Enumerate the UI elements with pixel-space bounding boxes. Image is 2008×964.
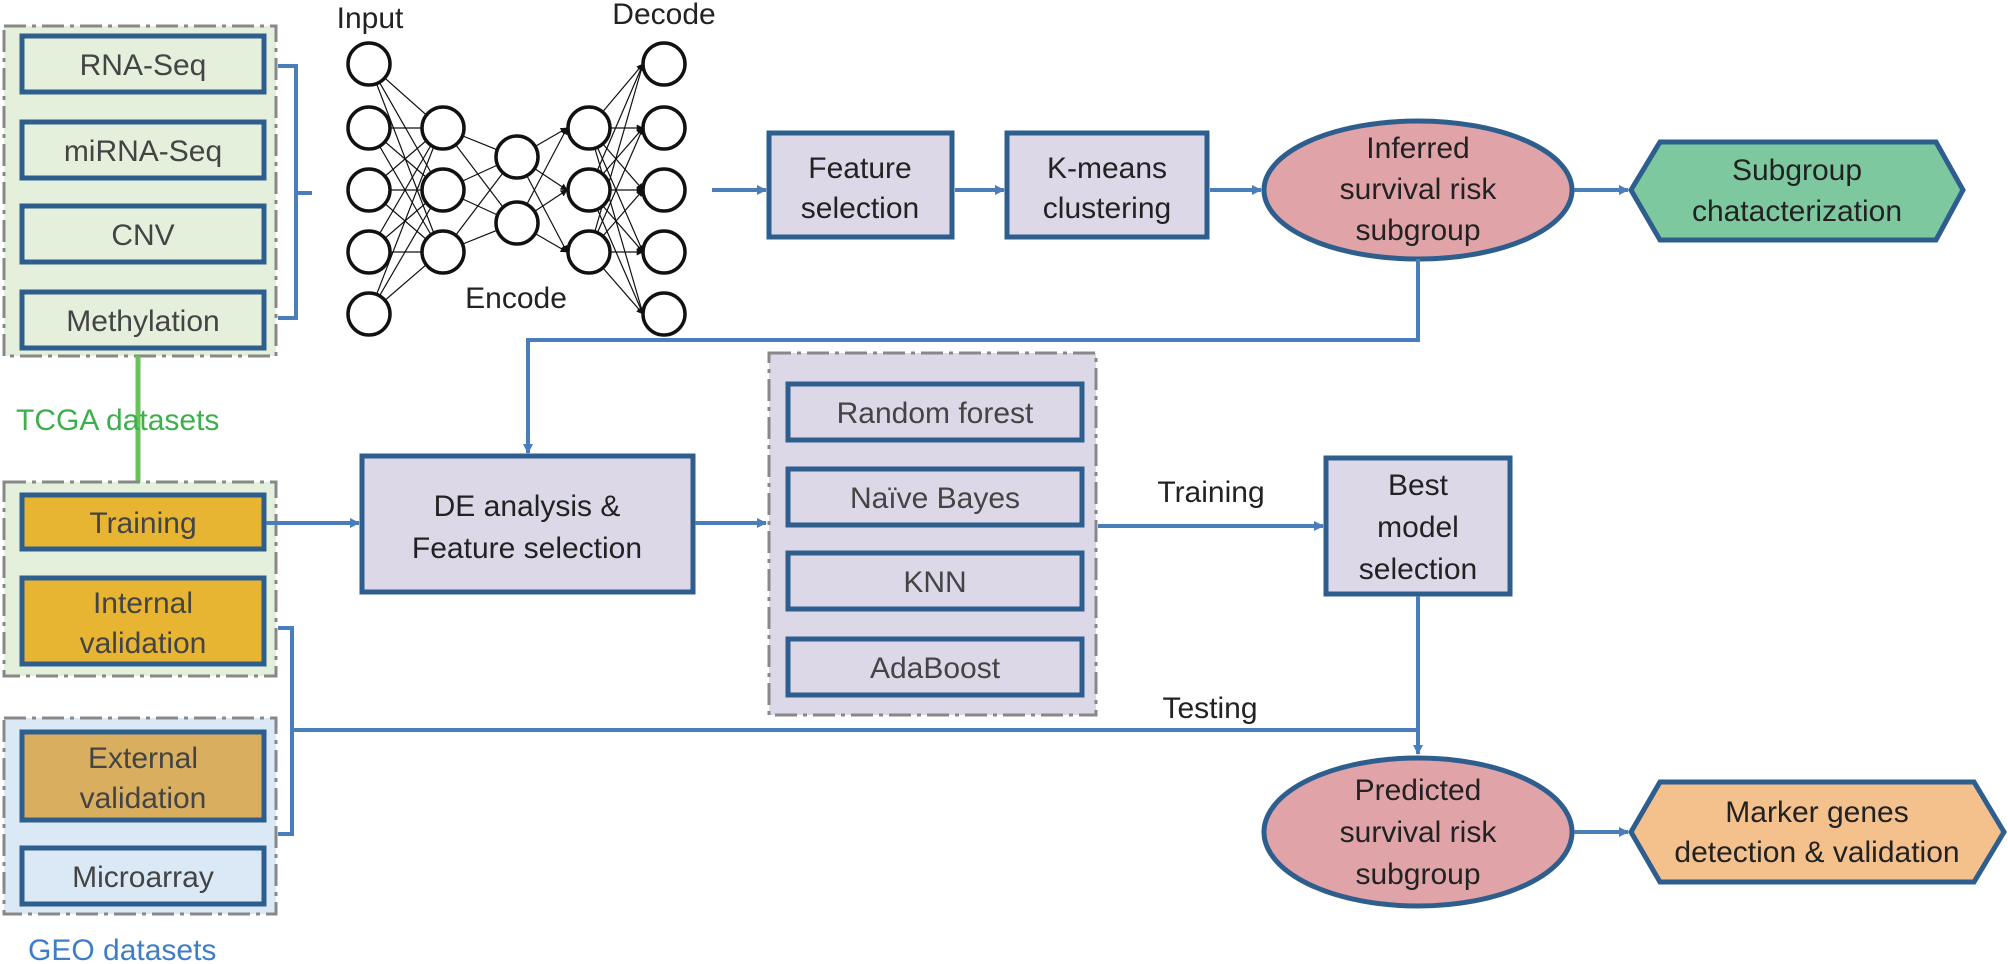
model-naive-bayes-label: Naïve Bayes	[850, 482, 1020, 515]
inferred-line3: subgroup	[1355, 214, 1480, 247]
external-validation-box: External validation	[19, 729, 267, 823]
predicted-line2: survival risk	[1340, 816, 1498, 849]
omics-rnaseq-box: RNA-Seq	[19, 33, 267, 95]
feature-selection-line1: Feature	[808, 152, 911, 185]
predicted-line3: subgroup	[1355, 858, 1480, 891]
feature-selection-line2: selection	[801, 192, 919, 225]
external-validation-line2: validation	[80, 782, 207, 815]
autoencoder-network: Input Decode Encode	[337, 0, 716, 337]
de-analysis-line1: DE analysis &	[434, 490, 621, 523]
omics-cnv-label: CNV	[111, 219, 174, 252]
best-model-line1: Best	[1388, 469, 1449, 502]
testing-label: Testing	[1162, 692, 1257, 725]
external-validation-line1: External	[88, 742, 198, 775]
model-random-forest-label: Random forest	[837, 397, 1034, 430]
internal-validation-line2: validation	[80, 627, 207, 660]
omics-bracket	[278, 64, 312, 320]
de-analysis-line2: Feature selection	[412, 532, 642, 565]
training-box: Training	[19, 492, 267, 552]
autoencoder-encode-label: Encode	[465, 282, 567, 315]
validation-bracket	[278, 626, 1418, 836]
best-model-line2: model	[1377, 511, 1459, 544]
subgroup-characterization-hexagon: Subgroup chatacterization	[1628, 139, 1966, 243]
inferred-line2: survival risk	[1340, 173, 1498, 206]
omics-methylation-label: Methylation	[66, 305, 219, 338]
kmeans-line1: K-means	[1047, 152, 1167, 185]
microarray-box: Microarray	[19, 845, 267, 907]
omics-rnaseq-label: RNA-Seq	[80, 49, 207, 82]
model-random-forest-box: Random forest	[785, 381, 1085, 443]
internal-validation-box: Internal validation	[19, 575, 267, 667]
subgroup-char-line1: Subgroup	[1732, 154, 1862, 187]
inferred-subgroup-ellipse: Inferred survival risk subgroup	[1261, 118, 1575, 262]
marker-line2: detection & validation	[1674, 836, 1959, 869]
training-label: Training	[89, 507, 196, 540]
geo-datasets-label: GEO datasets	[28, 934, 216, 964]
internal-validation-line1: Internal	[93, 587, 193, 620]
omics-cnv-box: CNV	[19, 203, 267, 265]
autoencoder-decode-label: Decode	[612, 0, 715, 31]
predicted-subgroup-ellipse: Predicted survival risk subgroup	[1261, 755, 1575, 909]
model-naive-bayes-box: Naïve Bayes	[785, 466, 1085, 528]
omics-methylation-box: Methylation	[19, 289, 267, 351]
kmeans-line2: clustering	[1043, 192, 1171, 225]
tcga-datasets-label: TCGA datasets	[16, 404, 219, 437]
autoencoder-nodes	[346, 41, 687, 337]
feature-selection-box: Feature selection	[766, 130, 955, 240]
marker-genes-hexagon: Marker genes detection & validation	[1628, 779, 2007, 885]
best-model-line3: selection	[1359, 553, 1477, 586]
model-adaboost-box: AdaBoost	[785, 636, 1085, 698]
kmeans-box: K-means clustering	[1004, 130, 1210, 240]
model-knn-label: KNN	[903, 566, 966, 599]
model-adaboost-label: AdaBoost	[870, 652, 1001, 685]
arrow-inferred-to-de	[523, 259, 1420, 454]
predicted-line1: Predicted	[1355, 774, 1482, 807]
training-arrow-label: Training	[1157, 476, 1264, 509]
omics-mirnaseq-label: miRNA-Seq	[64, 135, 222, 168]
microarray-label: Microarray	[72, 861, 214, 894]
autoencoder-input-label: Input	[337, 2, 404, 35]
de-analysis-box: DE analysis & Feature selection	[359, 453, 696, 595]
subgroup-char-line2: chatacterization	[1692, 195, 1902, 228]
model-knn-box: KNN	[785, 550, 1085, 612]
omics-mirnaseq-box: miRNA-Seq	[19, 119, 267, 181]
marker-line1: Marker genes	[1725, 796, 1908, 829]
best-model-box: Best model selection	[1323, 455, 1513, 597]
inferred-line1: Inferred	[1366, 132, 1469, 165]
